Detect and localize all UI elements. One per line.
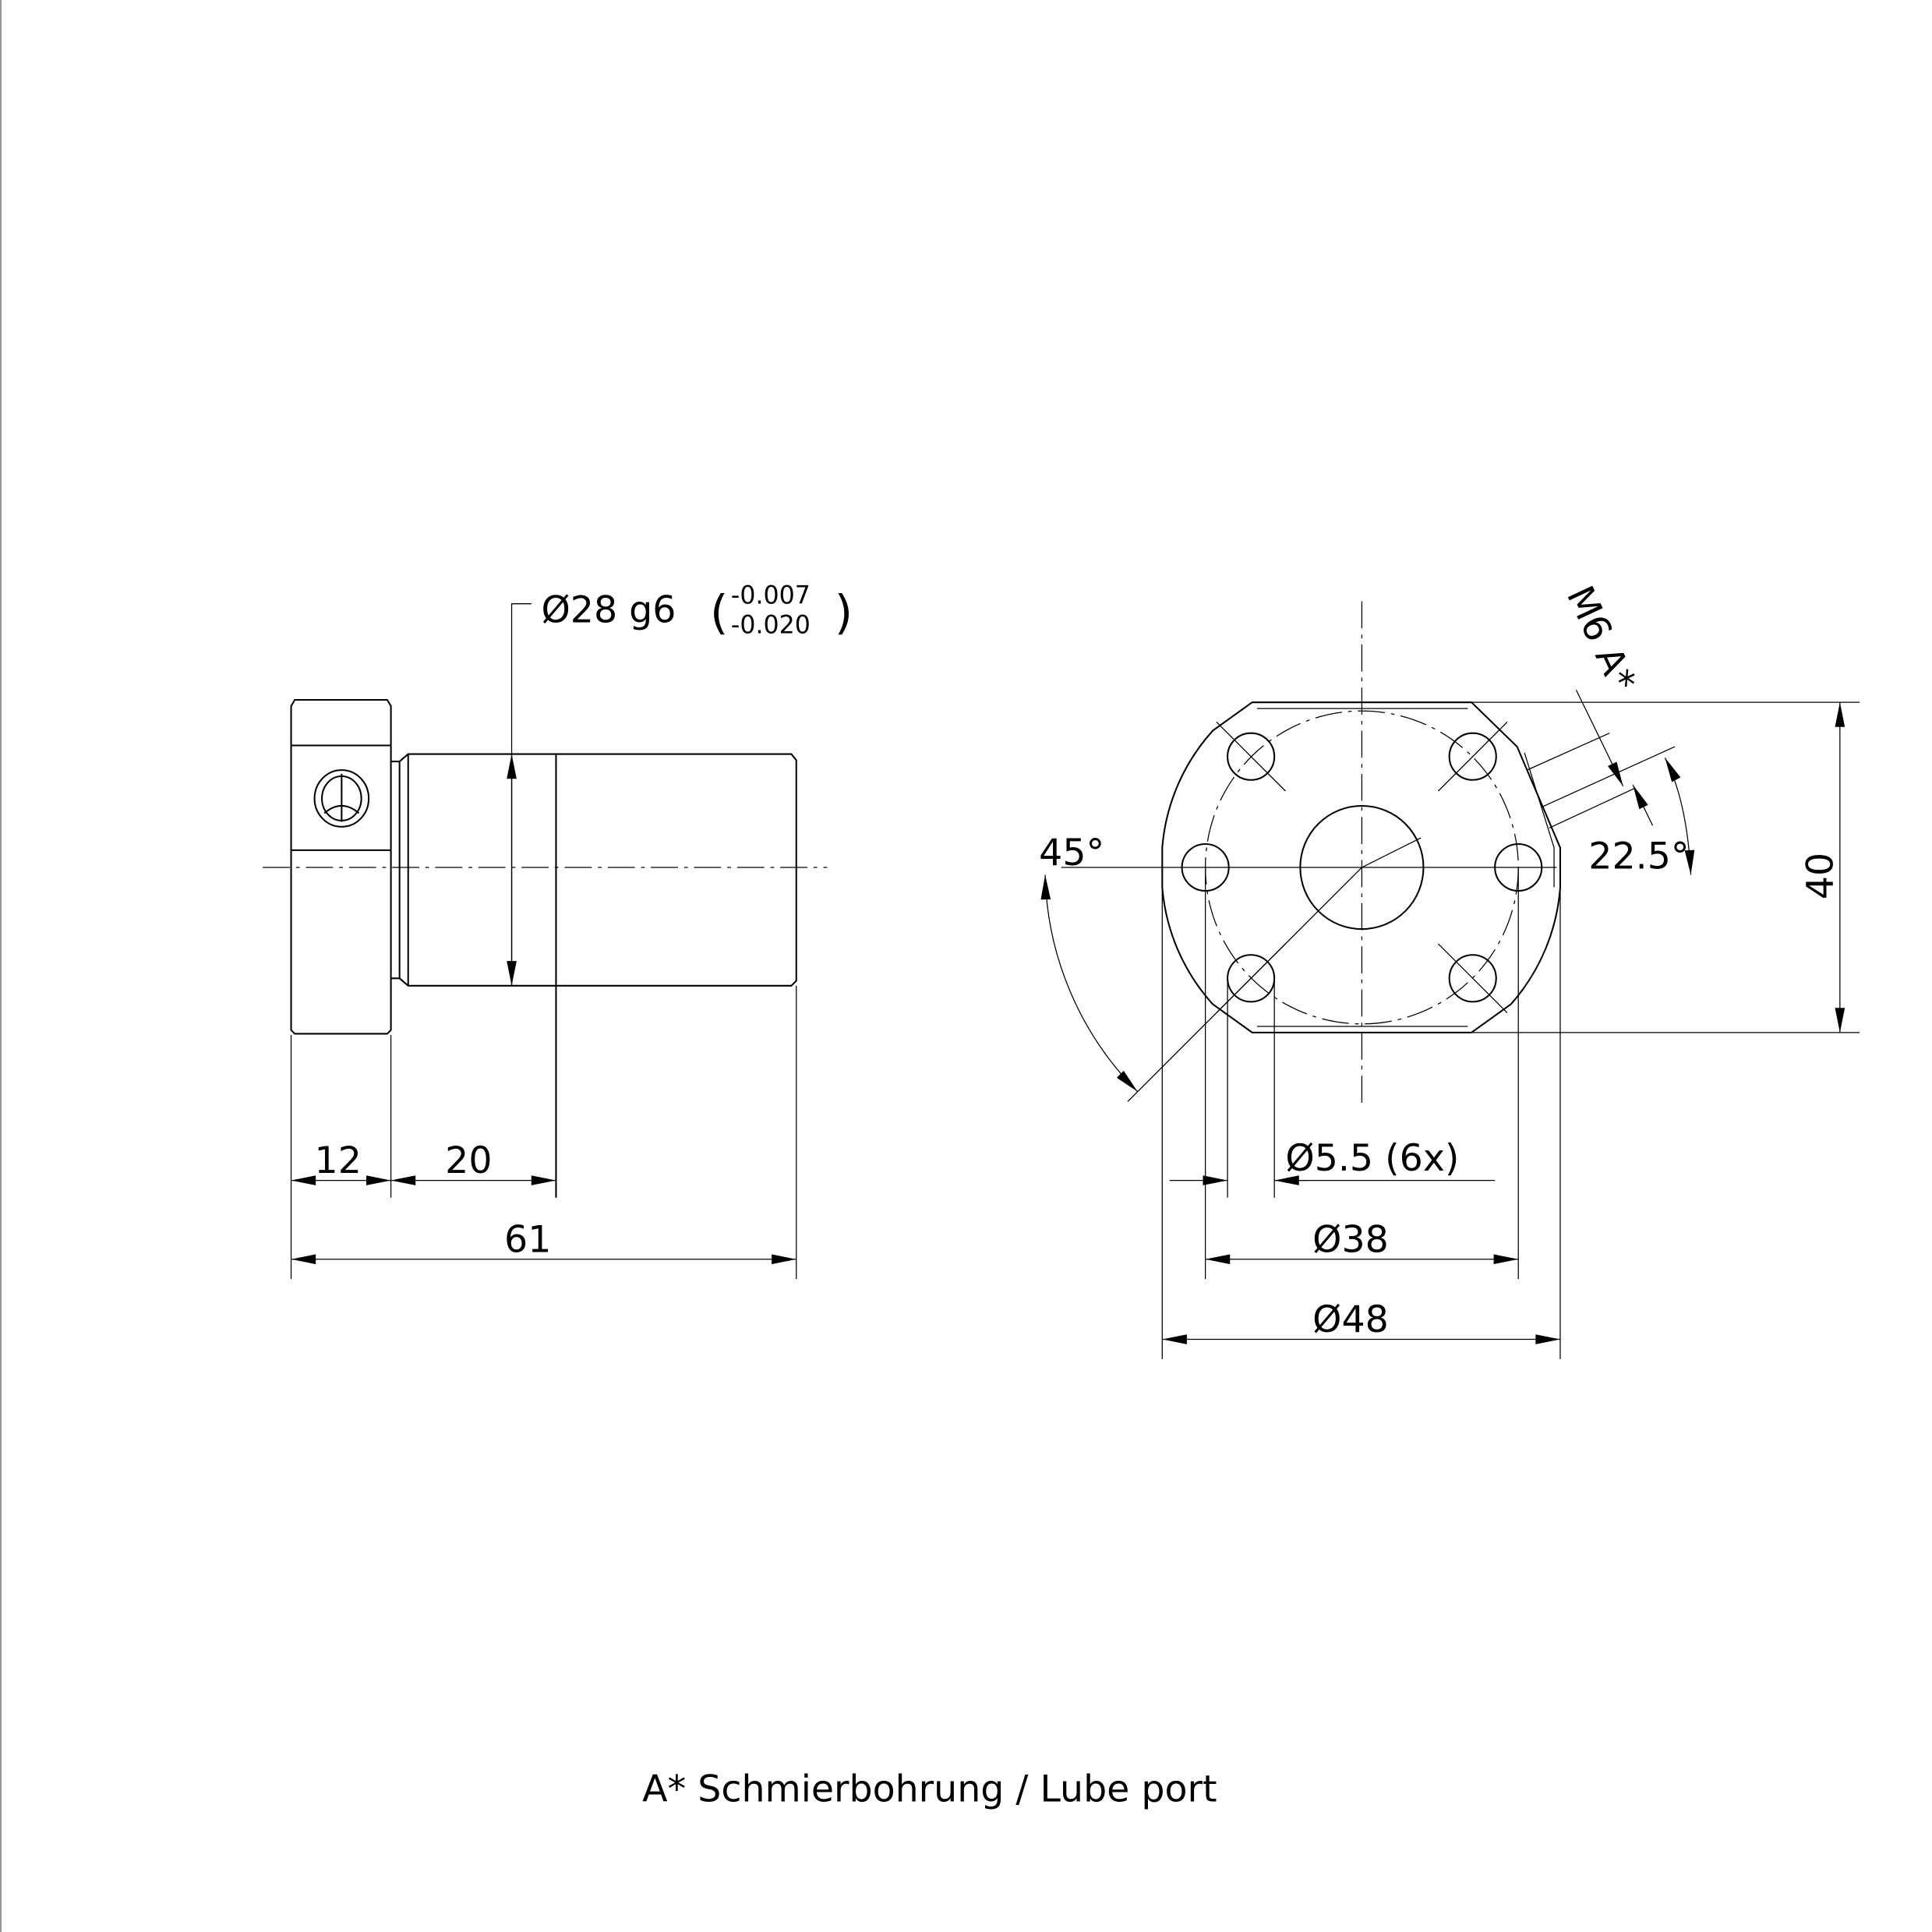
- diameter-label: Ø28 g6: [541, 588, 676, 631]
- dim-total: 61: [504, 1218, 551, 1261]
- angle-lube: 22.5°: [1588, 835, 1689, 878]
- angle-holes: 45°: [1039, 832, 1104, 874]
- flange-face-outline: [1161, 701, 1561, 1033]
- dim-holes: Ø5.5 (6x): [1285, 1137, 1459, 1180]
- side-view: Ø28 g6 ( -0.007 -0.020 ) 12 20 61: [263, 582, 853, 1280]
- tolerance-upper: -0.007: [731, 582, 811, 610]
- thread-label: M6 A*: [1558, 580, 1644, 698]
- flange-outline: [290, 698, 392, 1035]
- lube-port-icon: [313, 769, 370, 828]
- tolerance-lower: -0.020: [731, 612, 811, 640]
- dim-outer: Ø48: [1312, 1298, 1389, 1341]
- tolerance-bracket-open: (: [710, 585, 728, 640]
- dim-flange: 12: [315, 1139, 362, 1182]
- shaft-outline: [390, 753, 797, 987]
- dim-bolt-circle: Ø38: [1312, 1218, 1389, 1261]
- front-view: 45° M6 A* 22.5° 40 Ø5.5 (6x) Ø38 Ø48: [1039, 580, 1860, 1359]
- dim-shoulder: 20: [445, 1139, 492, 1182]
- lube-port-note: A* Schmierbohrung / Lube port: [642, 1768, 1217, 1810]
- dim-height: 40: [1799, 853, 1842, 899]
- tolerance-bracket-close: ): [835, 585, 853, 640]
